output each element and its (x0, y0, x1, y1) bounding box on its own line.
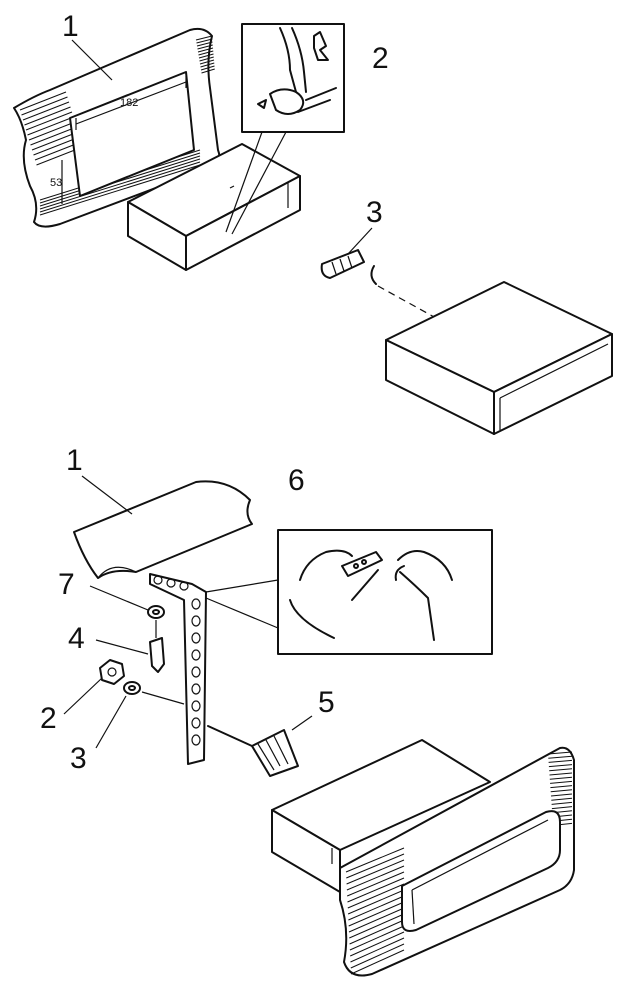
rib-line (196, 41, 213, 47)
bottom-radio-unit (271, 739, 491, 893)
rib-line (348, 895, 405, 921)
rib-line (39, 158, 201, 210)
rib-line (550, 789, 573, 793)
strap-holes (153, 575, 201, 746)
bottom-nut-washer (99, 659, 185, 705)
callout-bottom-5: 5 (318, 686, 335, 719)
bottom-washer-screw (147, 605, 165, 673)
rib-line (39, 164, 201, 216)
callout-top-3: 3 (366, 196, 383, 229)
rib-line (549, 772, 573, 776)
callout-bottom-1: 1 (66, 444, 83, 477)
rib-line (24, 106, 71, 126)
callout-bottom-2: 2 (40, 702, 57, 735)
strap-hole (191, 717, 201, 729)
rib-line (348, 907, 405, 933)
strap-hole (153, 575, 163, 585)
height-dimension-label: 53 (50, 177, 62, 189)
callout-top-1: 1 (62, 10, 79, 43)
rib-line (350, 949, 405, 975)
rib-line (19, 91, 67, 111)
rib-line (349, 931, 405, 957)
top-mounting-sleeve (127, 143, 301, 271)
rib-line (195, 35, 213, 41)
rib-line (197, 44, 213, 50)
bottom-bolt (207, 715, 313, 777)
callout-bottom-7: 7 (58, 568, 75, 601)
rib-line (551, 806, 573, 810)
rib-line (551, 801, 573, 805)
strap-hole (191, 700, 201, 712)
dashboard-ribs (19, 35, 215, 216)
rib-line (39, 161, 201, 213)
rib-line (547, 751, 573, 755)
strap-hole (191, 615, 201, 627)
strap-hole (191, 598, 201, 610)
callout-top-2: 2 (372, 42, 389, 75)
rib-line (21, 96, 68, 116)
rib-line (345, 847, 405, 873)
strap-hole (191, 649, 201, 661)
rib-line (549, 768, 573, 772)
rib-line (200, 65, 215, 71)
rib-line (349, 913, 405, 939)
rib-line (349, 919, 405, 945)
rib-line (25, 111, 73, 131)
rib-line (31, 131, 79, 151)
bottom-dashboard-fascia (339, 746, 575, 977)
top-detail-inset (225, 23, 345, 235)
rib-line (28, 121, 76, 141)
rib-line (549, 776, 573, 780)
top-dashboard-panel: 182 53 (13, 27, 221, 228)
rib-line (201, 68, 215, 74)
callout-bottom-4: 4 (68, 622, 85, 655)
callout-bottom-6: 6 (288, 464, 305, 497)
rib-line (350, 943, 405, 969)
rib-line (39, 155, 201, 207)
rib-line (550, 785, 573, 789)
rib-line (348, 901, 405, 927)
rib-line (347, 877, 405, 903)
rib-line (30, 126, 77, 146)
strap-hole (191, 666, 201, 678)
rib-line (197, 47, 214, 53)
rib-line (548, 759, 573, 763)
strap-hole (191, 632, 201, 644)
callout-bottom-3: 3 (70, 742, 87, 775)
rib-line (198, 53, 214, 59)
rib-line (349, 925, 405, 951)
rib-line (548, 764, 573, 768)
strap-hole (191, 734, 201, 746)
rib-line (548, 755, 573, 759)
strap-hole (191, 683, 201, 695)
rib-line (346, 853, 405, 879)
rib-line (347, 883, 405, 909)
rib-line (346, 859, 405, 885)
rib-line (27, 116, 74, 136)
rib-line (199, 59, 215, 65)
rib-line (198, 50, 214, 56)
rib-line (551, 797, 573, 801)
rib-line (350, 937, 405, 963)
rib-line (347, 889, 405, 915)
bottom-detail-inset (205, 529, 493, 655)
width-dimension-label: 182 (120, 97, 138, 109)
bottom-mounting-strap (149, 573, 207, 765)
rib-line (200, 62, 215, 68)
rib-line (550, 780, 573, 784)
top-radio-unit (385, 281, 613, 435)
strap-hole (166, 578, 176, 588)
rib-line (196, 38, 213, 44)
top-screw (320, 249, 437, 319)
rib-line (22, 101, 70, 121)
rib-line (550, 793, 573, 797)
rib-line (347, 871, 405, 897)
strap-hole (179, 581, 189, 591)
bottom-dashboard-piece (73, 480, 253, 579)
rib-line (199, 56, 214, 62)
rib-line (346, 865, 405, 891)
